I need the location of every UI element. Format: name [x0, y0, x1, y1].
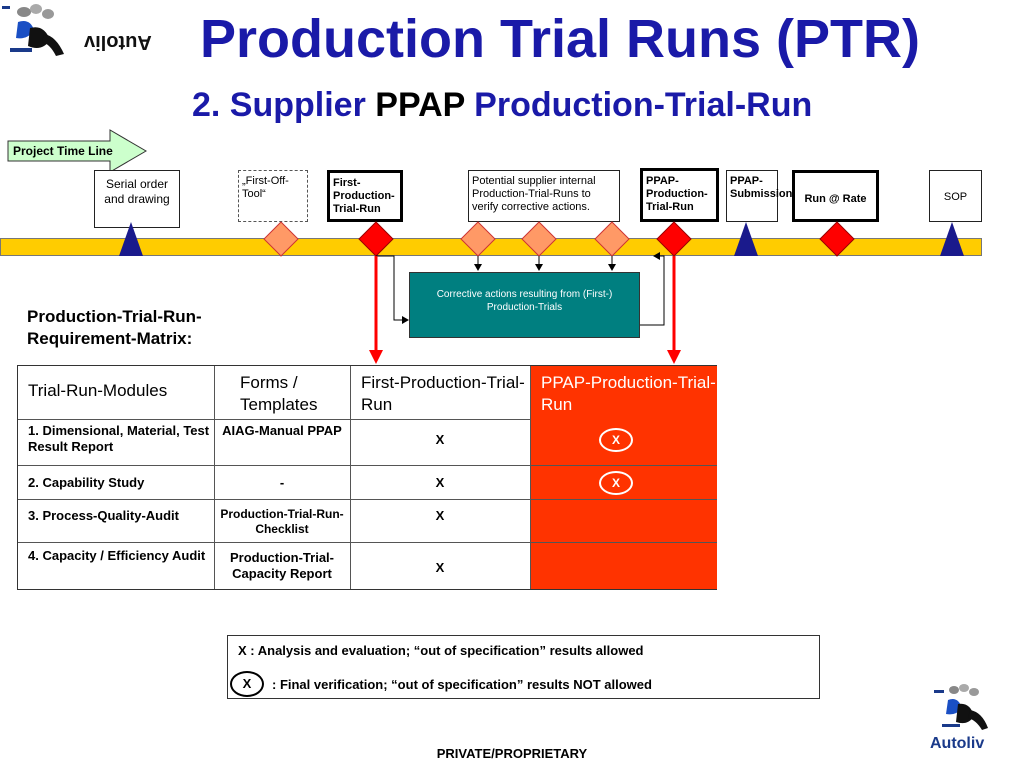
page-title: Production Trial Runs (PTR) [200, 9, 921, 69]
milestone-serial-order: Serial order and drawing [94, 170, 180, 228]
row-2-ppap-circle: X [599, 471, 633, 495]
milestone-triangle-icon [119, 222, 143, 256]
row-4-form: Production-Trial-Capacity Report [230, 550, 334, 581]
header-forms-templates: Forms / Templates [240, 373, 318, 414]
legend-circle: X [230, 671, 264, 697]
milestone-triangle-icon [734, 222, 758, 256]
milestone-run-at-rate: Run @ Rate [792, 170, 879, 222]
header-ppap-production-trial-run: PPAP-Production-Trial-Run [541, 373, 716, 414]
milestone-diamond-icon [656, 221, 692, 257]
row-1-form: AIAG-Manual PPAP [222, 423, 342, 438]
row-4-module: 4. Capacity / Efficiency Audit [28, 548, 206, 563]
row-2-form: - [279, 475, 285, 490]
footer-text: PRIVATE/PROPRIETARY [436, 746, 588, 761]
milestone-diamond-icon [263, 221, 299, 257]
autoliv-logo-bottom [924, 682, 1004, 762]
row-3-module: 3. Process-Quality-Audit [28, 508, 179, 523]
milestone-ppap-submission: PPAP-Submission [726, 170, 792, 222]
subtitle-prefix: 2. Supplier [192, 86, 376, 124]
row-1-first: X [435, 432, 445, 447]
red-arrow-icon [369, 350, 383, 364]
row-3-form: Production-Trial-Run-Checklist [220, 507, 344, 536]
header-first-production-trial-run: First-Production-Trial-Run [361, 373, 525, 414]
milestone-sop: SOP [929, 170, 982, 222]
subtitle-ppap: PPAP [375, 86, 465, 124]
row-2-module: 2. Capability Study [28, 475, 145, 490]
corrective-actions-box: Corrective actions resulting from (First… [409, 272, 640, 338]
milestone-triangle-icon [940, 222, 964, 256]
milestone-diamond-icon [819, 221, 855, 257]
milestone-diamond-icon [358, 221, 394, 257]
autoliv-logo-top [0, 0, 170, 66]
legend-line-2: : Final verification; “out of specificat… [272, 677, 652, 692]
legend-box [227, 635, 820, 699]
milestone-first-off-tool: „First-Off-Tool“ [238, 170, 308, 222]
row-1-ppap-circle: X [599, 428, 633, 452]
milestone-first-production-trial-run: First-Production-Trial-Run [327, 170, 403, 222]
timeline-arrow-icon [7, 129, 147, 173]
milestone-ppap-production-trial-run: PPAP-Production-Trial-Run [640, 168, 719, 222]
logo-figures-icon [934, 684, 988, 730]
milestone-diamond-icon [460, 221, 496, 257]
row-4-first: X [435, 560, 445, 575]
legend-line-1: X : Analysis and evaluation; “out of spe… [238, 643, 644, 658]
header-trial-run-modules: Trial-Run-Modules [28, 381, 168, 400]
logo-figures-icon [2, 4, 64, 56]
matrix-label: Production-Trial-Run-Requirement-Matrix: [27, 307, 202, 348]
requirement-matrix: Trial-Run-Modules Forms / Templates Firs… [17, 365, 717, 590]
milestone-diamond-icon [521, 221, 557, 257]
milestone-diamond-icon [594, 221, 630, 257]
row-3-first: X [435, 508, 445, 523]
page-subtitle: 2. Supplier PPAP Production-Trial-Run [192, 86, 952, 125]
timeline-label: Project Time Line [13, 144, 113, 158]
brand-name-bottom: Autoliv [930, 735, 985, 752]
subtitle-suffix: Production-Trial-Run [464, 86, 813, 124]
milestone-internal-trial-runs: Potential supplier internal Production-T… [468, 170, 620, 222]
row-1-module: 1. Dimensional, Material, Test Result Re… [28, 423, 210, 454]
red-arrow-icon [667, 350, 681, 364]
row-2-first: X [435, 475, 445, 490]
